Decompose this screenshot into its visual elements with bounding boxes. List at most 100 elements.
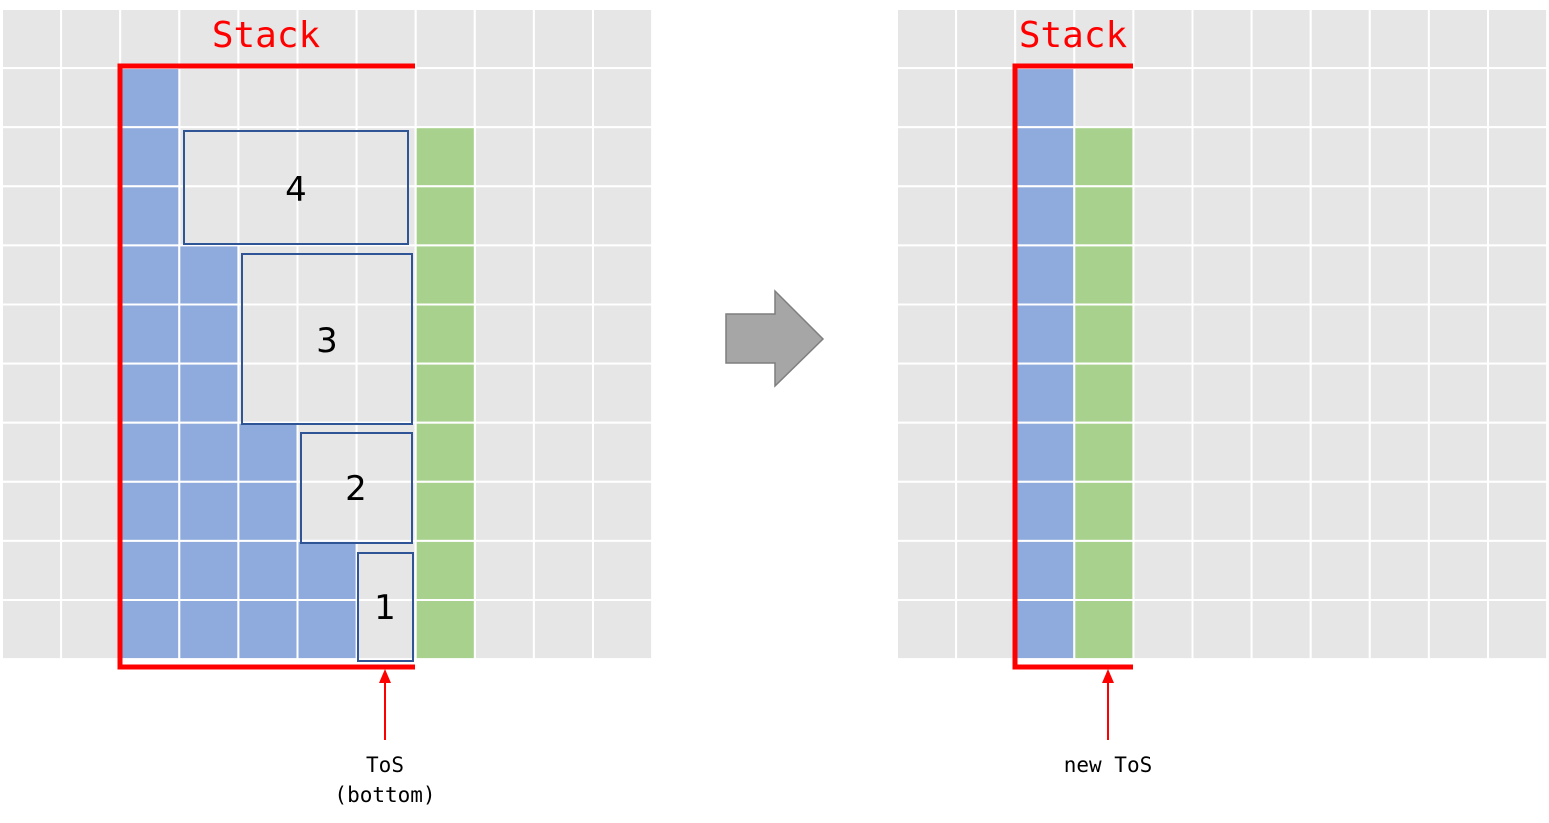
grid-cell: [473, 244, 535, 306]
grid-cell: [532, 126, 595, 188]
grid-cell: [60, 67, 122, 129]
grid-cell: [1191, 421, 1253, 483]
grid-cell: [1191, 67, 1253, 129]
grid-cell: [355, 67, 417, 129]
grid-cell: [1191, 244, 1253, 306]
grid-cell: [1, 480, 63, 542]
green-cell: [1073, 185, 1135, 247]
grid-cell: [592, 303, 654, 365]
grid-cell: [1427, 126, 1490, 188]
grid-cell: [532, 539, 595, 602]
grid-cell: [296, 67, 358, 129]
blue-cell: [119, 421, 181, 483]
grid-cell: [1368, 421, 1430, 483]
grid-cell: [1132, 67, 1194, 129]
blue-cell: [1014, 480, 1076, 542]
right-stack-label: Stack: [1019, 15, 1128, 56]
grid-cell: [955, 185, 1017, 247]
grid-cell: [60, 303, 122, 365]
grid-cell: [178, 126, 240, 188]
grid-cell: [1487, 67, 1549, 129]
grid-cell: [1487, 8, 1549, 70]
grid-cell: [955, 8, 1017, 70]
grid-cell: [532, 303, 595, 365]
grid-cell: [955, 539, 1017, 602]
grid-cell: [532, 67, 595, 129]
grid-cell: [178, 67, 240, 129]
grid-cell: [355, 8, 417, 70]
grid-cell: [1309, 599, 1371, 661]
grid-cell: [955, 362, 1017, 424]
box-3-label: 3: [316, 321, 338, 361]
grid-cell: [355, 303, 417, 365]
grid-cell: [1368, 8, 1430, 70]
box-2-label: 2: [345, 469, 367, 509]
grid-cell: [237, 303, 299, 365]
grid-cell: [1368, 362, 1430, 424]
grid-cell: [60, 362, 122, 424]
grid-cell: [1368, 539, 1430, 602]
green-cell: [1073, 303, 1135, 365]
grid-cell: [1427, 539, 1490, 602]
grid-cell: [237, 126, 299, 188]
left-tos-label: ToS: [366, 753, 404, 777]
grid-cell: [896, 599, 958, 661]
grid-cell: [1368, 303, 1430, 365]
grid-cell: [1132, 303, 1194, 365]
grid-cell: [955, 599, 1017, 661]
grid-cell: [1250, 67, 1312, 129]
grid-cell: [1, 362, 63, 424]
grid-cell: [592, 67, 654, 129]
blue-cell: [119, 244, 181, 306]
grid-cell: [1309, 67, 1371, 129]
blue-cell: [1014, 421, 1076, 483]
grid-cell: [60, 244, 122, 306]
grid-cell: [955, 67, 1017, 129]
grid-cell: [592, 539, 654, 602]
blue-cell: [237, 480, 299, 542]
green-cell: [1073, 362, 1135, 424]
grid-cell: [60, 599, 122, 661]
grid-cell: [1487, 362, 1549, 424]
blue-cell: [296, 539, 358, 602]
right-filled-cells: [1014, 67, 1135, 661]
grid-cell: [1309, 480, 1371, 542]
grid-cell: [60, 185, 122, 247]
right-panel: Stack new ToS: [896, 8, 1549, 777]
grid-cell: [896, 244, 958, 306]
blue-cell: [119, 303, 181, 365]
green-cell: [414, 539, 476, 602]
grid-cell: [237, 244, 299, 306]
grid-cell: [296, 362, 358, 424]
grid-cell: [296, 303, 358, 365]
grid-cell: [1487, 599, 1549, 661]
grid-cell: [1, 599, 63, 661]
grid-cell: [1250, 421, 1312, 483]
grid-cell: [1132, 480, 1194, 542]
blue-cell: [1014, 303, 1076, 365]
box-1-label: 1: [374, 588, 396, 628]
right-stack-outline: [1012, 63, 1133, 670]
blue-cell: [119, 126, 181, 188]
green-cell: [1073, 539, 1135, 602]
left-filled-cells: [119, 67, 476, 661]
grid-cell: [1427, 421, 1490, 483]
grid-cell: [1487, 185, 1549, 247]
grid-cell: [1309, 362, 1371, 424]
box-4: [183, 130, 409, 245]
grid-cell: [1250, 185, 1312, 247]
grid-cell: [60, 480, 122, 542]
grid-cell: [355, 126, 417, 188]
grid-cell: [1250, 539, 1312, 602]
grid-cell: [178, 185, 240, 247]
grid-cell: [1191, 303, 1253, 365]
grid-cell: [296, 244, 358, 306]
green-cell: [1073, 480, 1135, 542]
blue-cell: [178, 539, 240, 602]
grid-cell: [1368, 67, 1430, 129]
grid-cell: [1132, 185, 1194, 247]
grid-cell: [1487, 244, 1549, 306]
grid-cell: [1, 126, 63, 188]
grid-cell: [355, 480, 417, 542]
green-cell: [414, 599, 476, 661]
